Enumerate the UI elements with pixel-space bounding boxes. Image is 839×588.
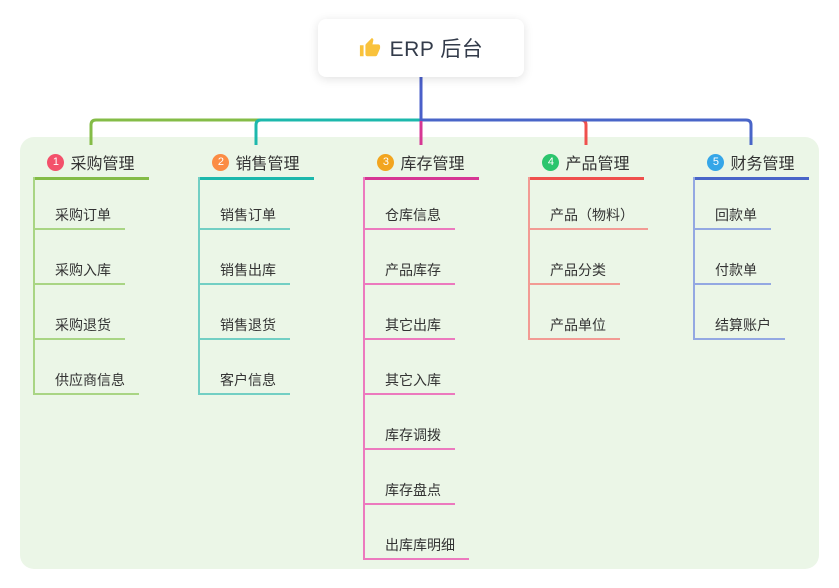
branch-spine-3 [363,177,365,560]
branch-label: 产品管理 [565,156,630,173]
child-node[interactable]: 采购订单 [33,206,125,230]
branch-node-1[interactable]: 1 采购管理 [33,150,149,180]
branch-badge-1: 1 [47,153,65,171]
child-node[interactable]: 付款单 [693,261,771,285]
branch-node-4[interactable]: 4 产品管理 [528,150,644,180]
child-node[interactable]: 出库库明细 [363,536,469,560]
branch-badge-5: 5 [707,153,725,171]
child-node[interactable]: 库存盘点 [363,481,455,505]
child-node[interactable]: 产品分类 [528,261,620,285]
child-node[interactable]: 销售退货 [198,316,290,340]
branch-badge-3: 3 [377,153,395,171]
child-node[interactable]: 产品（物料） [528,206,648,230]
child-node[interactable]: 客户信息 [198,371,290,395]
child-node[interactable]: 销售订单 [198,206,290,230]
branch-label: 销售管理 [235,156,300,173]
branch-node-2[interactable]: 2 销售管理 [198,150,314,180]
branch-label: 财务管理 [730,156,795,173]
child-node[interactable]: 结算账户 [693,316,785,340]
child-node[interactable]: 其它入库 [363,371,455,395]
child-node[interactable]: 仓库信息 [363,206,455,230]
branch-badge-4: 4 [542,153,560,171]
child-node[interactable]: 销售出库 [198,261,290,285]
branch-spine-2 [198,177,200,395]
child-node[interactable]: 产品库存 [363,261,455,285]
branch-label: 采购管理 [70,156,135,173]
branch-node-3[interactable]: 3 库存管理 [363,150,479,180]
child-node[interactable]: 供应商信息 [33,371,139,395]
branch-spine-4 [528,177,530,340]
child-node[interactable]: 采购退货 [33,316,125,340]
branch-label: 库存管理 [400,156,465,173]
child-node[interactable]: 其它出库 [363,316,455,340]
child-node[interactable]: 库存调拨 [363,426,455,450]
branch-badge-2: 2 [212,153,230,171]
child-node[interactable]: 产品单位 [528,316,620,340]
root-title: ERP 后台 [389,38,484,61]
root-node-erp[interactable]: ERP 后台 [318,19,524,77]
branch-spine-1 [33,177,35,395]
branch-node-5[interactable]: 5 财务管理 [693,150,809,180]
thumbs-up-icon [359,37,380,57]
mindmap-panel [20,137,819,569]
child-node[interactable]: 回款单 [693,206,771,230]
branch-spine-5 [693,177,695,340]
child-node[interactable]: 采购入库 [33,261,125,285]
